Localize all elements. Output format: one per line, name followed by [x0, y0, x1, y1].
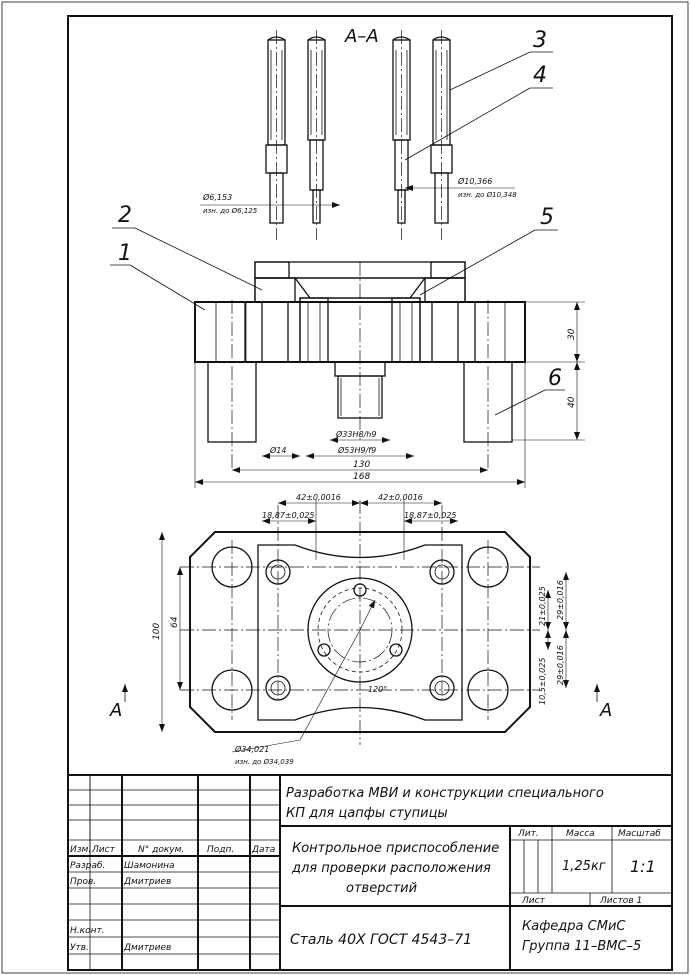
dim-42-left: 42±0,0016: [296, 493, 341, 502]
tb-name-line3: отверстий: [346, 881, 417, 896]
dim-pin-small-sub: изн. до Ø6,125: [203, 207, 258, 215]
tb-r-razrab: Разраб.: [70, 861, 105, 871]
dim-angle-120: 120°: [368, 685, 387, 694]
support-legs: [207, 300, 513, 470]
dim-w168: 168: [353, 472, 370, 482]
section-label: А–А: [344, 26, 379, 47]
dim-h100: 100: [152, 623, 162, 640]
callout-6: 6: [548, 366, 562, 391]
callout-5: 5: [540, 205, 554, 230]
tb-mass: 1,25кг: [562, 859, 606, 874]
tb-h-izm: Изм.: [70, 845, 91, 855]
dim-29b: 29±0,016: [556, 645, 565, 685]
tb-h-podp: Подп.: [207, 845, 234, 855]
tb-name-line1: Контрольное приспособление: [292, 841, 499, 856]
dim-105: 10,5±0,025: [538, 658, 547, 705]
tb-h-date: Дата: [251, 845, 275, 855]
dim-d53: Ø53H9/f9: [337, 445, 376, 455]
tb-material: Сталь 40Х ГОСТ 4543–71: [290, 932, 472, 948]
dim-1887-left: 18,87±0,025: [262, 511, 315, 520]
tb-r-nkontr: Н.конт.: [70, 926, 105, 936]
tb-h-doc: N° докум.: [138, 845, 184, 855]
dim-h30: 30: [567, 328, 577, 340]
callout-4: 4: [533, 63, 547, 88]
callout-1: 1: [118, 241, 132, 266]
tb-r-prov: Пров.: [70, 877, 96, 887]
tb-project-line2: КП для цапфы ступицы: [286, 806, 448, 821]
dim-42-right: 42±0,0016: [378, 493, 423, 502]
tb-org-line2: Группа 11–ВМС–5: [522, 939, 641, 954]
plan-dimensions: 42±0,0016 42±0,0016 18,87±0,025 18,87±0,…: [109, 493, 612, 766]
tb-scale: 1:1: [630, 857, 656, 876]
section-dimensions: 30 40 Ø33H8/h9 Ø53H9/f9 Ø14 130 168: [194, 301, 585, 488]
title-block: Изм. Лист N° докум. Подп. Дата Разраб. П…: [67, 774, 673, 971]
callout-2: 2: [118, 203, 132, 228]
pin-dimensions: Ø6,153 изн. до Ø6,125 Ø10,366 изн. до Ø1…: [200, 176, 517, 215]
dim-w130: 130: [353, 460, 370, 470]
tb-project-line1: Разработка МВИ и конструкции специальног…: [286, 786, 604, 801]
dim-h40: 40: [567, 396, 577, 408]
dim-pin-large: Ø10,366: [457, 176, 492, 186]
dim-pin-small: Ø6,153: [202, 192, 232, 202]
dim-1887-right: 18,87±0,025: [404, 511, 457, 520]
dim-d34: Ø34,021: [234, 744, 269, 754]
dim-d33: Ø33H8/h9: [335, 429, 376, 439]
cut-arrow-right: А: [599, 700, 612, 721]
base-body: [194, 262, 526, 440]
dim-21: 21±0,025: [538, 586, 547, 626]
gauge-pins: [265, 30, 453, 240]
tb-scale-header: Масштаб: [618, 829, 661, 839]
tb-n-razrab: Шамонина: [124, 861, 175, 871]
tb-n-prov: Дмитриев: [123, 877, 171, 887]
part-callouts: 1 2 3 4 5 6: [110, 28, 565, 416]
tb-lit: Лит.: [517, 829, 539, 839]
tb-name-line2: для проверки расположения: [291, 861, 491, 876]
tb-mass-header: Масса: [566, 829, 595, 839]
callout-3: 3: [533, 28, 547, 53]
tb-sheet: Лист: [521, 896, 546, 906]
tb-r-utv: Утв.: [70, 943, 89, 953]
plan-view: [180, 500, 540, 745]
dim-d14: Ø14: [269, 445, 286, 455]
cut-arrow-left: А: [109, 700, 122, 721]
dim-29a: 29±0,016: [556, 580, 565, 620]
dim-h64: 64: [170, 616, 180, 628]
tb-n-utv: Дмитриев: [123, 943, 171, 953]
tb-sheets: Листов 1: [599, 896, 642, 906]
dim-d34-sub: изн. до Ø34,039: [235, 758, 294, 766]
tb-org-line1: Кафедра СМиС: [522, 919, 626, 934]
dim-pin-large-sub: изн. до Ø10,348: [458, 191, 517, 199]
tb-h-list: Лист: [91, 845, 116, 855]
